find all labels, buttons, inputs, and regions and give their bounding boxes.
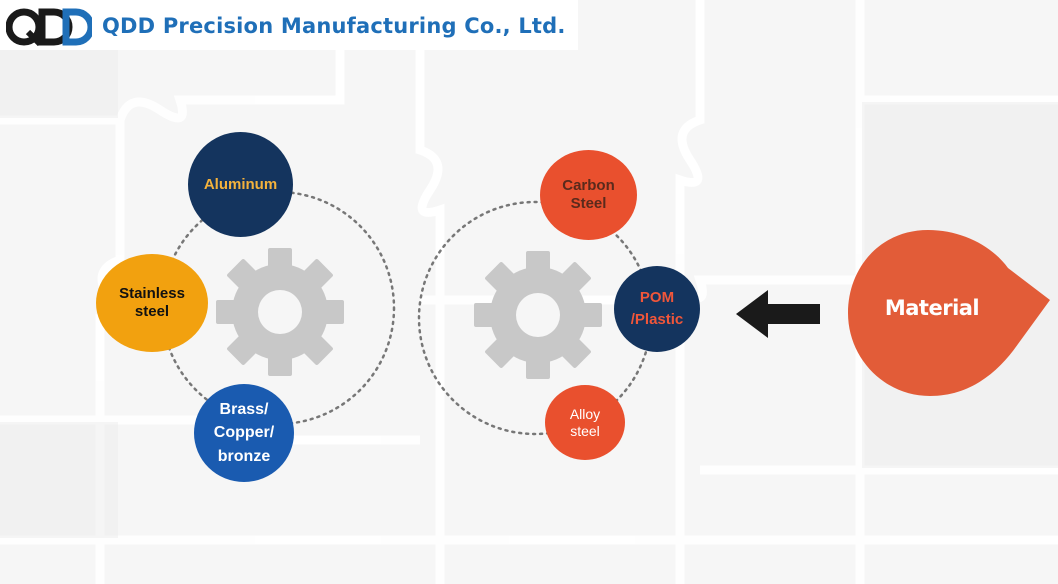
material-label: Material bbox=[884, 296, 980, 320]
material-bubble-stainless-steel: Stainless steel bbox=[96, 254, 208, 352]
gear-icon bbox=[474, 251, 602, 379]
header-bar: QDD Precision Manufacturing Co., Ltd. bbox=[0, 0, 578, 50]
material-bubble-carbon-steel: Carbon Steel bbox=[540, 150, 637, 240]
material-bubble-alloy-steel: Alloy steel bbox=[545, 385, 625, 460]
arrow-left-icon bbox=[736, 290, 820, 338]
material-bubble-brass-copper-bronze: Brass/ Copper/ bronze bbox=[194, 384, 294, 482]
material-shape bbox=[848, 230, 1050, 396]
bubble-label: Carbon Steel bbox=[562, 177, 615, 212]
bubble-label: Alloy steel bbox=[569, 405, 601, 439]
bubble-label: Aluminum bbox=[203, 175, 278, 193]
company-logo bbox=[6, 8, 92, 46]
company-name: QDD Precision Manufacturing Co., Ltd. bbox=[102, 14, 566, 38]
bubble-label: Stainless steel bbox=[119, 285, 185, 320]
bubble-label: Brass/ Copper/ bronze bbox=[213, 401, 275, 465]
gear-icon bbox=[216, 248, 344, 376]
bubble-label: POM /Plastic bbox=[630, 289, 684, 328]
material-bubble-pom-plastic: POM /Plastic bbox=[614, 266, 700, 352]
material-bubble-aluminum: Aluminum bbox=[188, 132, 293, 237]
